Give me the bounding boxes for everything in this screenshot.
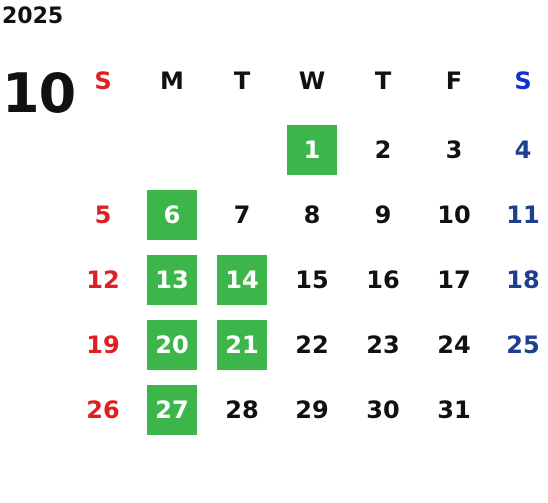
day-cell: 2: [374, 136, 392, 164]
day-cell: 21: [217, 320, 267, 370]
day-cell: 17: [437, 266, 471, 294]
weekday-tuesday: T: [233, 67, 251, 95]
day-cell: 3: [445, 136, 463, 164]
day-cell: 31: [437, 396, 471, 424]
day-cell: 13: [147, 255, 197, 305]
day-cell: 15: [295, 266, 329, 294]
weekday-monday: M: [160, 67, 184, 95]
year-label: 2025: [2, 4, 64, 29]
day-cell: 23: [366, 331, 400, 359]
day-cell: 14: [217, 255, 267, 305]
day-cell: 11: [506, 201, 540, 229]
day-cell: 29: [295, 396, 329, 424]
weekday-wednesday: W: [298, 67, 326, 95]
day-cell: 28: [225, 396, 259, 424]
day-cell: 22: [295, 331, 329, 359]
day-cell: 12: [86, 266, 120, 294]
day-cell: 30: [366, 396, 400, 424]
weekday-thursday: T: [374, 67, 392, 95]
month-number: 10: [2, 62, 76, 125]
day-cell: 26: [86, 396, 120, 424]
day-cell: 18: [506, 266, 540, 294]
day-cell: 8: [303, 201, 321, 229]
day-cell: 1: [287, 125, 337, 175]
day-cell: 16: [366, 266, 400, 294]
day-cell: 7: [233, 201, 251, 229]
day-cell: 19: [86, 331, 120, 359]
day-cell: 20: [147, 320, 197, 370]
day-cell: 5: [94, 201, 112, 229]
day-cell: 9: [374, 201, 392, 229]
day-cell: 27: [147, 385, 197, 435]
weekday-saturday: S: [514, 67, 532, 95]
day-cell: 24: [437, 331, 471, 359]
day-cell: 10: [437, 201, 471, 229]
day-cell: 6: [147, 190, 197, 240]
weekday-sunday: S: [94, 67, 112, 95]
day-cell: 25: [506, 331, 540, 359]
day-cell: 4: [514, 136, 532, 164]
weekday-friday: F: [445, 67, 463, 95]
